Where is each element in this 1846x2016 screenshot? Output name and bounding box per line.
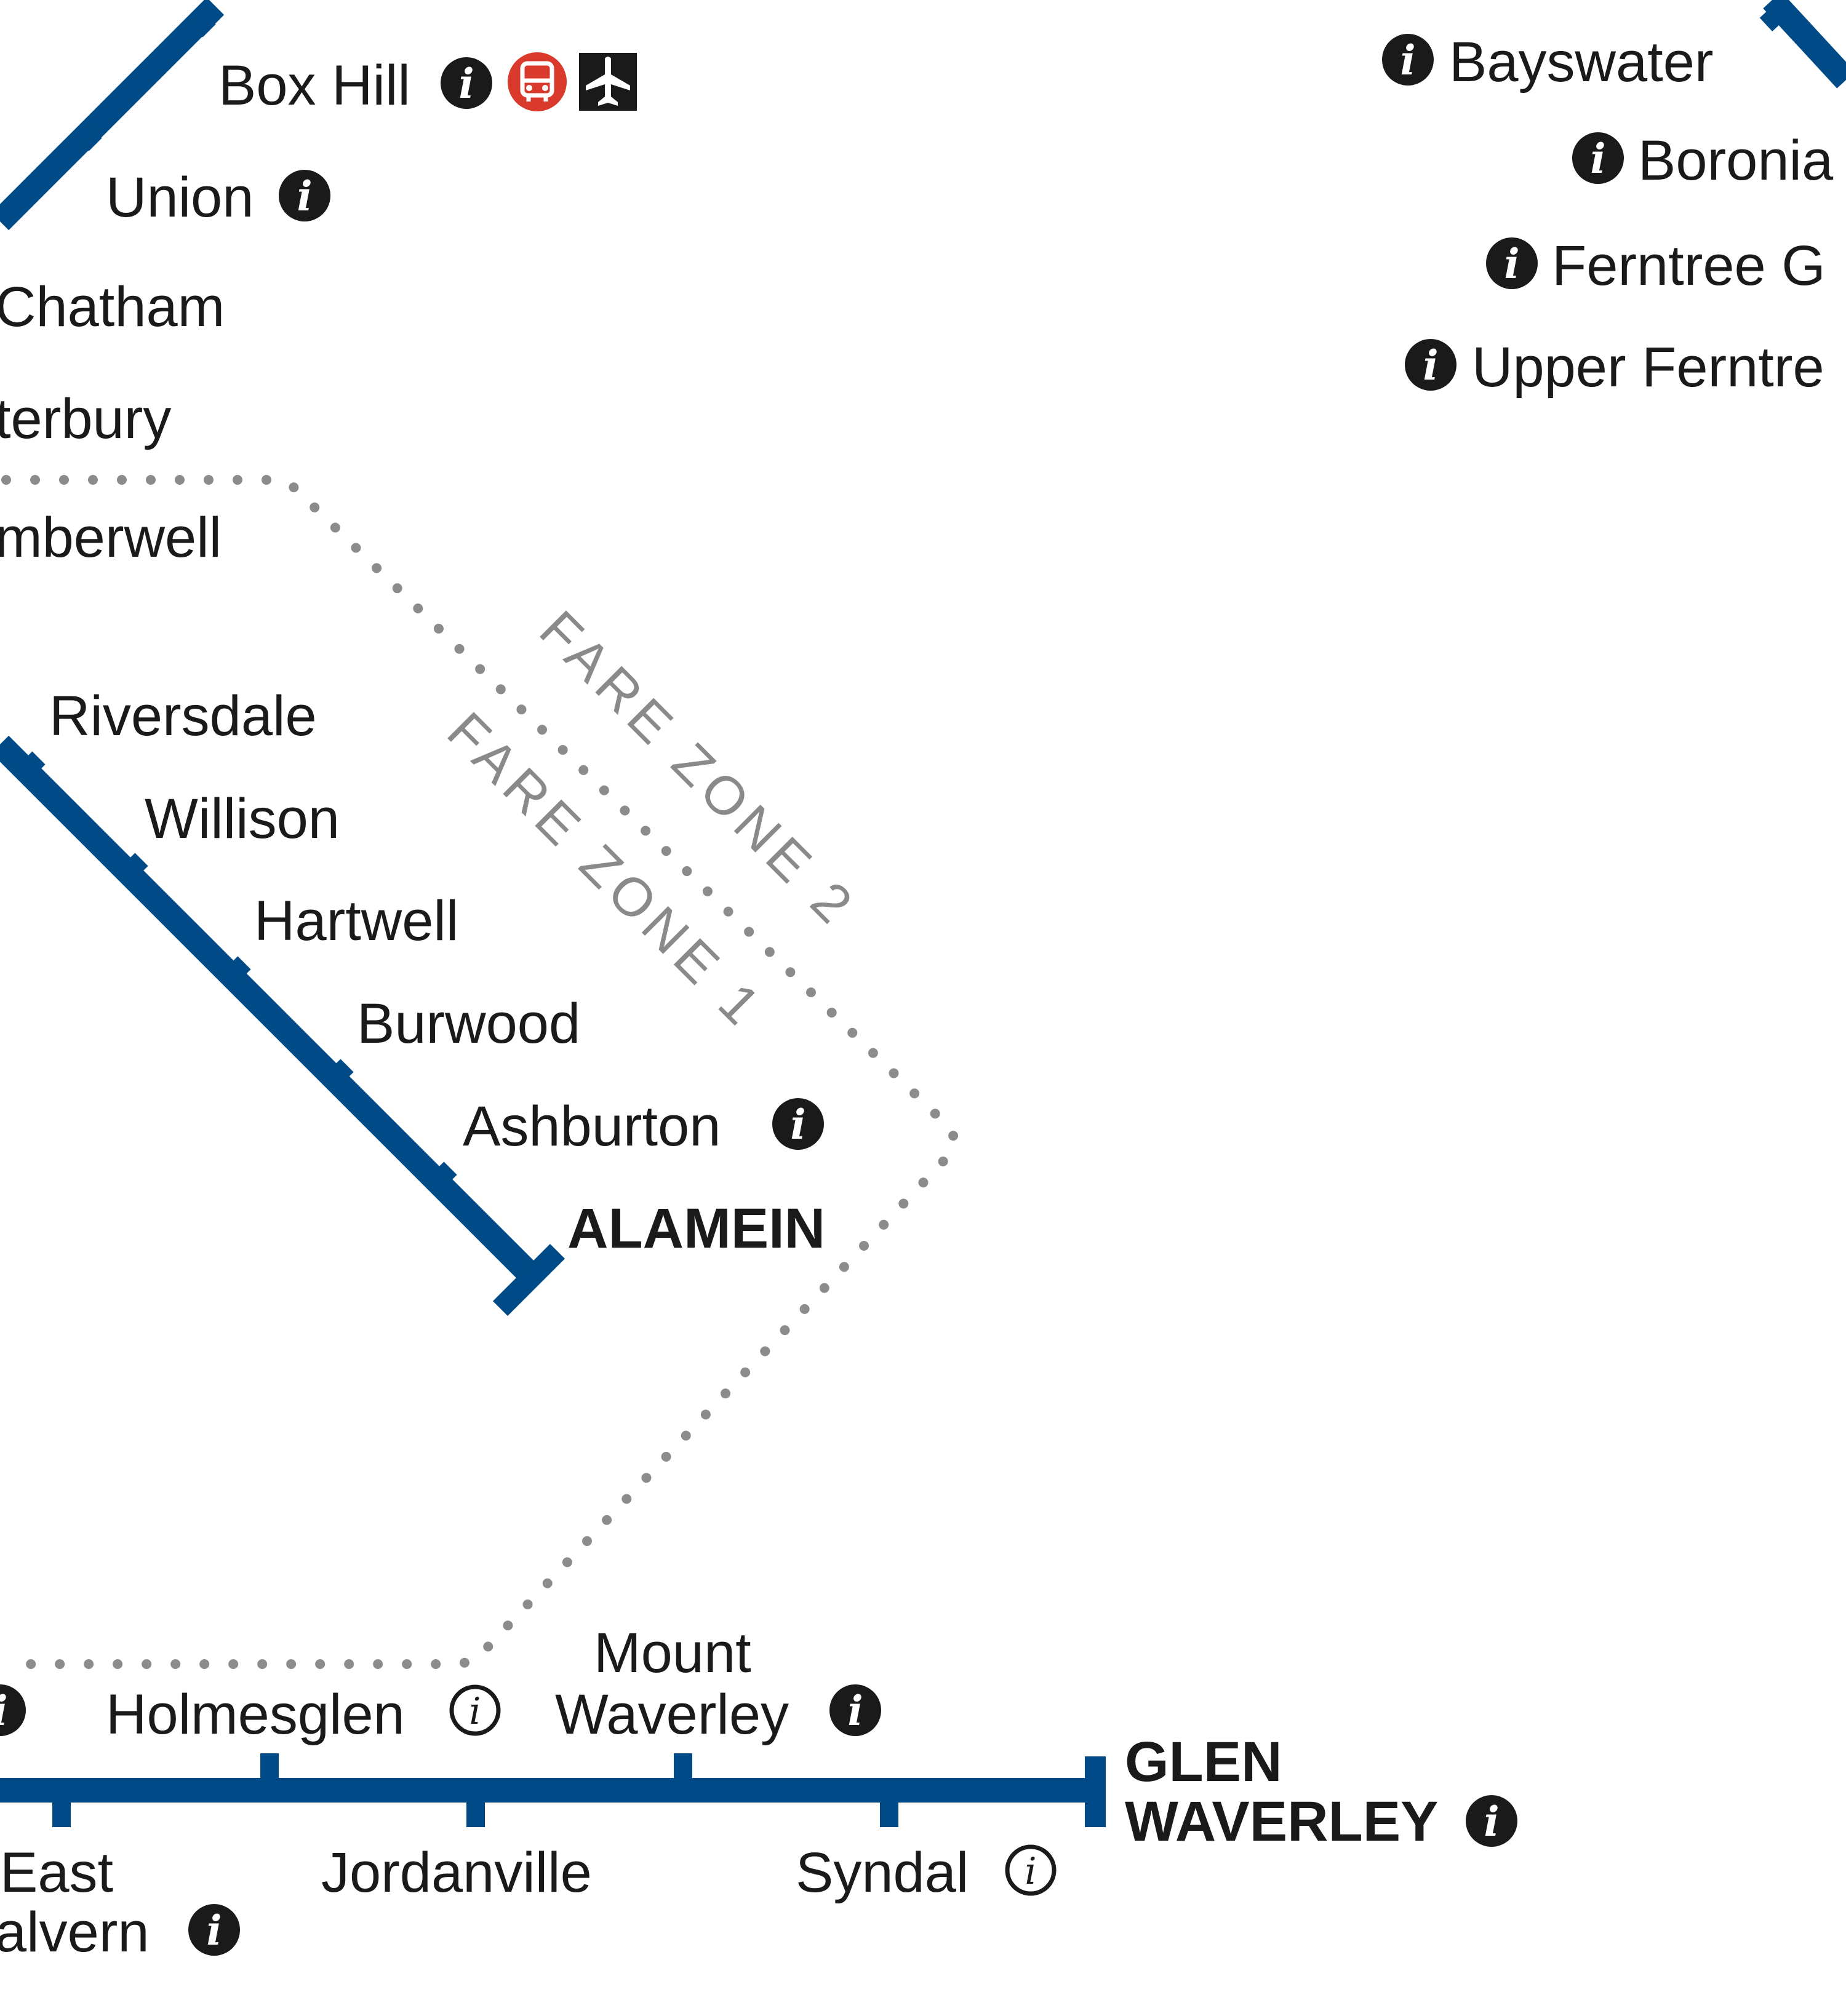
alamein-line: [0, 735, 565, 1317]
station-willison[interactable]: Willison: [145, 787, 340, 850]
airport-bus-icon: [579, 53, 637, 111]
svg-text:i: i: [1484, 1798, 1499, 1846]
info-filled-icon: i: [1466, 1795, 1517, 1847]
belgrave-line-top-right: [1759, 0, 1846, 89]
station-tick: [187, 9, 216, 38]
fare-zone-boundary: [1, 475, 959, 1669]
svg-text:i: i: [790, 1101, 805, 1149]
station-east-malvern-line2[interactable]: alvern: [0, 1901, 150, 1964]
station-ashburton[interactable]: Ashburton: [463, 1095, 721, 1158]
svg-text:i: i: [297, 172, 312, 220]
info-filled-icon: i: [279, 170, 330, 221]
info-filled-icon: i: [1382, 34, 1434, 86]
station-tick: [18, 751, 46, 779]
station-tick: [430, 1161, 457, 1189]
station-holmesglen[interactable]: Holmesglen: [106, 1683, 405, 1746]
station-riversdale[interactable]: Riversdale: [49, 685, 317, 747]
station-burwood[interactable]: Burwood: [357, 992, 580, 1055]
bus-interchange-icon: [508, 52, 567, 111]
svg-text:i: i: [0, 1687, 8, 1735]
svg-text:i: i: [458, 60, 474, 108]
station-union[interactable]: Union: [106, 166, 254, 229]
svg-text:i: i: [847, 1687, 863, 1735]
info-filled-icon: i: [1486, 237, 1538, 289]
fare-zone-1-label: FARE ZONE 1: [436, 700, 776, 1040]
station-tick: [73, 122, 102, 151]
station-boronia[interactable]: Boronia: [1638, 129, 1834, 192]
station-syndal[interactable]: Syndal: [796, 1841, 969, 1904]
svg-text:i: i: [469, 1690, 481, 1733]
belgrave-lilydale-line: [0, 0, 225, 231]
info-filled-icon: i: [188, 1904, 240, 1956]
station-tick: [121, 853, 148, 880]
station-bayswater[interactable]: Bayswater: [1449, 31, 1714, 94]
station-glen-waverley-line1[interactable]: GLEN: [1125, 1731, 1282, 1793]
info-filled-icon: i: [1405, 339, 1456, 391]
station-hartwell[interactable]: Hartwell: [254, 890, 458, 952]
svg-text:i: i: [1423, 341, 1438, 389]
info-filled-icon: i: [829, 1684, 881, 1736]
station-upper-ferntree-gully[interactable]: Upper Ferntre: [1472, 336, 1824, 399]
station-tick: [326, 1059, 354, 1086]
station-mount-waverley-line2[interactable]: Waverley: [555, 1683, 789, 1746]
info-filled-icon: i: [0, 1684, 26, 1736]
station-camberwell[interactable]: mberwell: [0, 506, 222, 569]
terminus-cap: [492, 1243, 565, 1317]
station-chatham[interactable]: Chatham: [0, 276, 225, 338]
station-ferntree-gully[interactable]: Ferntree G: [1552, 234, 1826, 297]
info-filled-icon: i: [441, 57, 492, 109]
station-east-malvern-line1[interactable]: East: [0, 1841, 113, 1904]
info-outline-icon: i: [1005, 1844, 1057, 1896]
svg-text:i: i: [1590, 135, 1605, 183]
station-tick: [223, 956, 251, 984]
station-jordanville[interactable]: Jordanville: [321, 1841, 592, 1904]
info-filled-icon: i: [772, 1098, 824, 1150]
svg-text:i: i: [1504, 240, 1519, 288]
info-filled-icon: i: [1572, 132, 1624, 184]
svg-text:i: i: [1400, 36, 1415, 84]
glen-waverley-line: [0, 1753, 1106, 1827]
station-canterbury[interactable]: terbury: [0, 388, 171, 450]
station-alamein[interactable]: ALAMEIN: [567, 1197, 825, 1260]
station-glen-waverley-line2[interactable]: WAVERLEY: [1125, 1790, 1438, 1853]
station-tick: [1759, 1, 1791, 31]
svg-text:i: i: [1025, 1850, 1036, 1893]
svg-text:i: i: [206, 1906, 222, 1954]
station-box-hill[interactable]: Box Hill: [218, 54, 410, 117]
info-outline-icon: i: [449, 1684, 501, 1736]
station-mount-waverley-line1[interactable]: Mount: [594, 1622, 751, 1684]
